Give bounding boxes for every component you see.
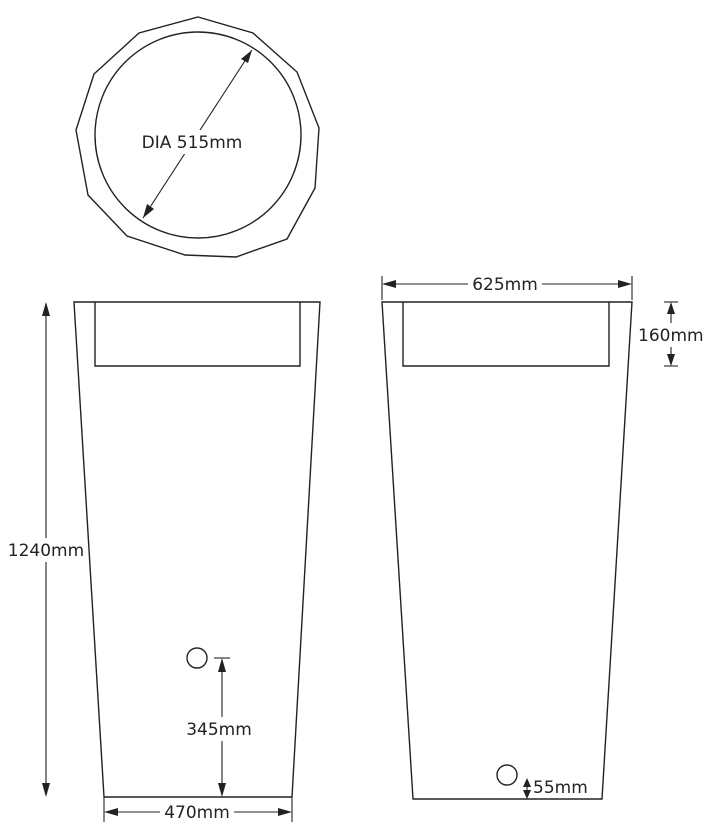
diameter-arrowhead-bottom <box>143 204 154 218</box>
base-width-label-bg <box>160 801 234 823</box>
base-width-arrowhead-right <box>278 808 292 816</box>
height-label-bg <box>6 538 86 562</box>
outlet-height-arrowhead-top <box>218 658 226 672</box>
top-view-outer-polygon <box>75 16 320 258</box>
side-view-outline <box>381 301 633 800</box>
recess-depth-label: 160mm <box>638 326 704 346</box>
top-width-label: 625mm <box>472 275 538 295</box>
diameter-label: DIA 515mm <box>142 133 243 153</box>
recess-depth-arrowhead-top <box>667 302 675 314</box>
top-view: DIA 515mm <box>75 16 320 258</box>
side-view-recess <box>402 302 610 367</box>
outlet-height-label-bg <box>182 717 256 741</box>
base-width-arrowhead-left <box>104 808 118 816</box>
top-width-arrowhead-right <box>618 280 632 288</box>
diameter-label-bg <box>136 130 250 154</box>
height-arrowhead-bottom <box>42 783 50 797</box>
top-view-inner-circle <box>94 31 302 239</box>
side-outlet-label: 55mm <box>533 778 588 798</box>
front-outlet-icon <box>186 647 208 669</box>
front-view: 1240mm 345mm 470mm <box>6 301 321 823</box>
front-view-recess <box>94 302 301 367</box>
top-width-arrowhead-left <box>382 280 396 288</box>
outlet-height-arrowhead-bottom <box>218 783 226 797</box>
recess-depth-arrowhead-bottom <box>667 354 675 366</box>
side-outlet-arrowhead-bottom <box>523 790 531 799</box>
diameter-arrowhead-top <box>241 50 252 63</box>
outlet-height-label: 345mm <box>186 720 252 740</box>
base-width-label: 470mm <box>164 803 230 823</box>
side-outlet-icon <box>496 764 518 786</box>
side-outlet-arrowhead-top <box>523 778 531 787</box>
height-arrowhead-top <box>42 302 50 316</box>
top-width-label-bg <box>468 273 542 295</box>
recess-depth-label-bg <box>636 323 708 347</box>
side-view: 625mm 160mm 55mm <box>381 273 708 800</box>
height-label: 1240mm <box>8 541 84 561</box>
